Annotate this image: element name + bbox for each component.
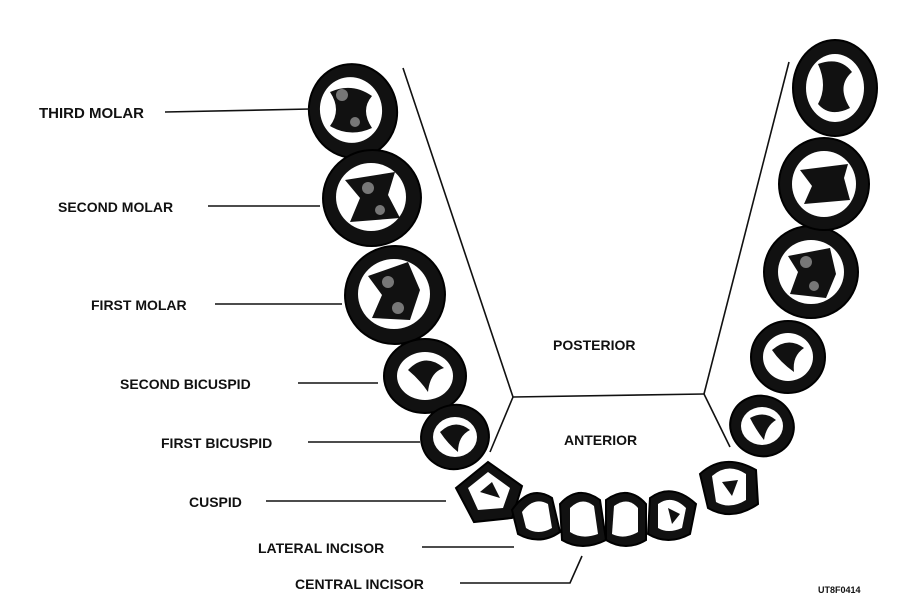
label-first-molar: FIRST MOLAR [91, 297, 187, 313]
second-molar-right [779, 138, 869, 230]
lateral-incisor-left [512, 493, 560, 539]
lateral-incisor-right [648, 491, 696, 540]
region-label-posterior: POSTERIOR [553, 337, 635, 353]
third-molar-left [300, 56, 406, 166]
leader-central-incisor [460, 556, 582, 583]
right-anterior-boundary [704, 394, 730, 447]
cuspid-right [700, 462, 758, 514]
label-lateral-incisor: LATERAL INCISOR [258, 540, 384, 556]
region-label-anterior: ANTERIOR [564, 432, 637, 448]
second-bicuspid-left [384, 339, 466, 413]
label-cuspid: CUSPID [189, 494, 242, 510]
label-second-molar: SECOND MOLAR [58, 199, 173, 215]
label-third-molar: THIRD MOLAR [39, 105, 144, 122]
second-molar-left [315, 142, 428, 254]
first-bicuspid-right [722, 387, 803, 465]
central-incisor-right [606, 493, 646, 546]
label-second-bicuspid: SECOND BICUSPID [120, 376, 251, 392]
left-anterior-boundary [490, 397, 513, 452]
leader-third-molar [165, 109, 310, 112]
first-molar-right [764, 226, 858, 318]
figure-id: UT8F0414 [818, 585, 861, 595]
third-molar-right [793, 40, 877, 136]
central-incisor-left [560, 493, 606, 546]
first-molar-left [339, 240, 452, 351]
second-bicuspid-right [751, 321, 825, 393]
posterior-anterior-boundary [513, 394, 704, 397]
label-central-incisor: CENTRAL INCISOR [295, 576, 424, 592]
label-first-bicuspid: FIRST BICUSPID [161, 435, 272, 451]
